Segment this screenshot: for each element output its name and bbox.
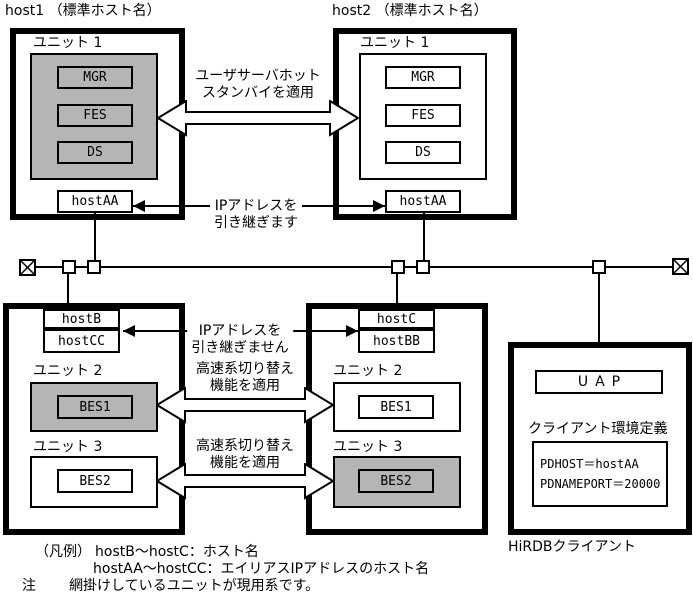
hot-standby-double-arrow-icon: [157, 100, 360, 137]
note-label: 注: [22, 578, 36, 594]
network-tap-icon: [87, 260, 101, 274]
host2-unit1-box: MGR FES DS: [359, 53, 487, 180]
host2-box: ユニット 1 MGR FES DS hostAA: [333, 28, 517, 220]
fast-switch-annotation-2: 高速系切り替え 機能を適用: [192, 438, 298, 472]
network-tap-icon: [391, 260, 405, 274]
client-env-pdhost: PDHOST＝hostAA: [540, 457, 639, 471]
hostc-box: hostC hostBB ユニット 2 BES1 ユニット 3 BES2: [306, 303, 488, 535]
hostc-unit2-label: ユニット 2: [333, 363, 403, 379]
hostb-network-link: [67, 268, 69, 306]
network-tap-icon: [62, 260, 76, 274]
hot-standby-annotation: ユーザサーバホット スタンバイを適用: [195, 68, 321, 101]
host1-ds-server: DS: [57, 141, 133, 164]
ip-takeover-arrowhead-right-icon: [373, 200, 385, 212]
host2-ds-server: DS: [385, 141, 461, 164]
ip-no-takeover-annotation: IPアドレスを 引き継ぎません: [187, 323, 293, 357]
legend-label: （凡例）: [35, 544, 91, 560]
client-network-link: [598, 268, 600, 342]
ip-no-takeover-arrowhead-right-icon: [346, 325, 358, 337]
host1-title: host1 （標準ホスト名）: [5, 3, 161, 19]
hostb-box: hostB hostCC ユニット 2 BES1 ユニット 3 BES2: [3, 303, 185, 535]
hirdb-client-caption: HiRDBクライアント: [508, 539, 636, 555]
legend-line-1: （凡例）hostB〜hostC：ホスト名: [35, 544, 259, 560]
host2-fes-server: FES: [385, 104, 461, 127]
fast-switch-double-arrow-1-icon: [156, 387, 335, 424]
ip-no-takeover-arrowhead-left-icon: [123, 325, 135, 337]
host1-unit1-box: MGR FES DS: [30, 53, 158, 180]
host2-network-link: [423, 213, 425, 266]
hostb-bes1-server: BES1: [57, 395, 133, 419]
host2-alias-hostname-box: hostAA: [385, 190, 461, 213]
host1-network-link: [94, 213, 96, 266]
client-env-title: クライアント環境定義: [528, 421, 668, 437]
uap-box: UAP: [535, 370, 663, 394]
hostb-unit2-box: BES1: [30, 382, 158, 432]
hostb-unit3-box: BES2: [30, 456, 158, 508]
network-tap-icon: [416, 260, 430, 274]
host1-box: ユニット 1 MGR FES DS hostAA: [10, 28, 185, 220]
ip-takeover-arrowhead-left-icon: [133, 200, 145, 212]
hostc-bes1-server: BES1: [358, 395, 434, 419]
hostb-bes2-server: BES2: [57, 469, 133, 493]
hostb-unit3-label: ユニット 3: [33, 439, 103, 455]
hirdb-client-box: UAP クライアント環境定義 PDHOST＝hostAA PDNAMEPORT＝…: [508, 342, 692, 535]
hostc-network-link: [396, 268, 398, 306]
hostc-hostname-box: hostC: [358, 309, 435, 329]
host1-alias-hostname-box: hostAA: [57, 190, 133, 213]
hostc-bes2-server: BES2: [358, 469, 434, 493]
client-env-box: PDHOST＝hostAA PDNAMEPORT＝20000: [532, 441, 668, 507]
note-text: 網掛けしているユニットが現用系です。: [69, 578, 320, 594]
hostb-unit2-label: ユニット 2: [33, 363, 103, 379]
legend-line-2: hostAA〜hostCC：エイリアスIPアドレスのホスト名: [93, 561, 430, 577]
hostc-unit3-box: BES2: [333, 456, 461, 508]
legend-hostnames: hostB〜hostC：ホスト名: [95, 544, 259, 560]
fast-switch-double-arrow-2-icon: [156, 463, 335, 500]
hostc-unit3-label: ユニット 3: [333, 439, 403, 455]
hostc-unit2-box: BES1: [333, 382, 461, 432]
network-tap-icon: [592, 260, 606, 274]
host1-mgr-server: MGR: [57, 66, 133, 89]
network-terminator-right-icon: [672, 258, 689, 275]
client-env-pdnameport: PDNAMEPORT＝20000: [540, 477, 661, 491]
host1-fes-server: FES: [57, 104, 133, 127]
hostb-hostname-box: hostB: [43, 309, 120, 329]
network-line: [20, 266, 681, 268]
host2-title: host2 （標準ホスト名）: [332, 3, 488, 19]
network-terminator-left-icon: [19, 259, 36, 276]
host1-unit1-label: ユニット 1: [33, 35, 103, 51]
ip-takeover-annotation: IPアドレスを 引き継ぎます: [210, 198, 302, 232]
fast-switch-annotation-1: 高速系切り替え 機能を適用: [192, 361, 298, 395]
hostb-alias-hostname-box: hostCC: [43, 329, 120, 353]
host2-mgr-server: MGR: [385, 66, 461, 89]
host2-unit1-label: ユニット 1: [360, 35, 430, 51]
hostc-alias-hostname-box: hostBB: [358, 329, 435, 353]
note-line: 注 網掛けしているユニットが現用系です。: [22, 578, 319, 594]
